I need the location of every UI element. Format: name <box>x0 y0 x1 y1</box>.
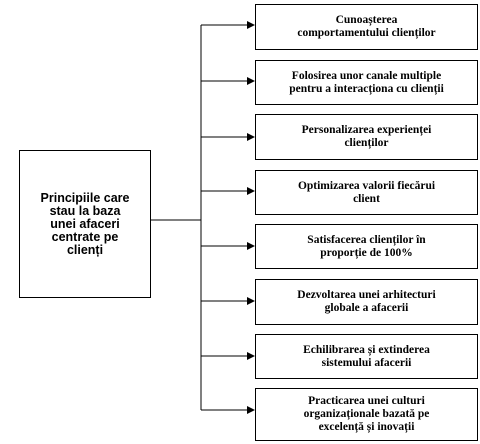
principle-label-1: Cunoașterea comportamentului clienților <box>297 14 436 39</box>
principle-box-8: Practicarea unei culturi organizaționale… <box>255 388 478 441</box>
principle-label-7: Echilibrarea și extinderea sistemului af… <box>303 343 430 369</box>
principle-box-4: Optimizarea valorii fiecărui client <box>255 170 478 215</box>
principle-box-3: Personalizarea experienței clienților <box>255 114 478 160</box>
principle-box-6: Dezvoltarea unei arhitecturi globale a a… <box>255 279 478 325</box>
root-principles-box: Principiile care stau la baza unei aface… <box>19 150 151 298</box>
principle-label-2: Folosirea unor canale multiple pentru a … <box>289 69 444 95</box>
principle-box-1: Cunoașterea comportamentului clienților <box>255 4 478 50</box>
principle-box-7: Echilibrarea și extinderea sistemului af… <box>255 334 478 379</box>
principle-label-8: Practicarea unei culturi organizaționale… <box>303 395 430 433</box>
principle-box-5: Satisfacerea clienților în proporție de … <box>255 224 478 269</box>
principle-label-5: Satisfacerea clienților în proporție de … <box>307 233 426 259</box>
principle-label-4: Optimizarea valorii fiecărui client <box>297 179 436 205</box>
principle-label-6: Dezvoltarea unei arhitecturi globale a a… <box>297 289 436 314</box>
root-principles-label: Principiile care stau la baza unei aface… <box>40 190 130 257</box>
principle-label-3: Personalizarea experienței clienților <box>301 124 432 149</box>
principle-box-2: Folosirea unor canale multiple pentru a … <box>255 60 478 105</box>
